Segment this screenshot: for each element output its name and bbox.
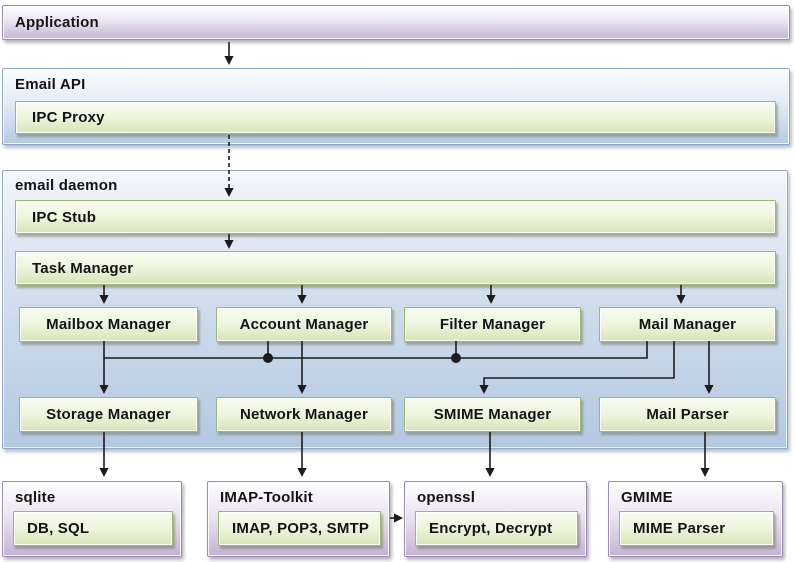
ipc-stub-bar: IPC Stub (15, 200, 776, 234)
sqlite-label: sqlite (15, 489, 56, 506)
task-manager-bar: Task Manager (15, 251, 776, 285)
ipc-proxy-bar: IPC Proxy (15, 101, 776, 134)
arrowhead-storage-manager-to-sqlite (99, 468, 109, 477)
task-manager-label: Task Manager (32, 259, 134, 277)
sqlite-box: sqlite DB, SQL (2, 481, 182, 557)
account-manager-box: Account Manager (216, 307, 392, 342)
gmime-box: GMIME MIME Parser (608, 481, 783, 557)
email-daemon-label: email daemon (15, 177, 118, 194)
mail-parser-box: Mail Parser (599, 397, 776, 432)
arrowhead-network-manager-to-imap-toolkit (297, 468, 307, 477)
gmime-component-label: MIME Parser (633, 520, 726, 537)
mailbox-manager-box: Mailbox Manager (19, 307, 198, 342)
filter-manager-box: Filter Manager (404, 307, 581, 342)
imap-toolkit-component-label: IMAP, POP3, SMTP (232, 520, 370, 537)
gmime-label: GMIME (621, 489, 673, 506)
arrowhead-application-to-email-api (224, 56, 234, 65)
imap-toolkit-component-bar: IMAP, POP3, SMTP (218, 511, 381, 546)
gmime-component-bar: MIME Parser (619, 511, 774, 546)
ipc-stub-label: IPC Stub (32, 208, 97, 226)
storage-manager-label: Storage Manager (46, 406, 171, 423)
application-label: Application (15, 14, 99, 31)
sqlite-component-label: DB, SQL (27, 520, 90, 537)
mailbox-manager-label: Mailbox Manager (46, 316, 171, 333)
network-manager-label: Network Manager (239, 406, 369, 423)
email-daemon-box: email daemon IPC Stub Task Manager Mailb… (2, 170, 788, 449)
account-manager-label: Account Manager (239, 316, 369, 333)
arrowhead-smime-manager-to-openssl (485, 468, 495, 477)
mail-manager-box: Mail Manager (599, 307, 776, 342)
arrowhead-imap-toolkit-to-openssl (394, 513, 403, 523)
email-api-box: Email API IPC Proxy (2, 68, 790, 145)
openssl-component-bar: Encrypt, Decrypt (415, 511, 578, 546)
smime-manager-box: SMIME Manager (404, 397, 581, 432)
sqlite-component-bar: DB, SQL (13, 511, 173, 546)
mail-parser-label: Mail Parser (646, 406, 729, 423)
openssl-box: openssl Encrypt, Decrypt (404, 481, 587, 557)
imap-toolkit-label: IMAP-Toolkit (220, 489, 313, 506)
mail-manager-label: Mail Manager (638, 316, 737, 333)
smime-manager-label: SMIME Manager (433, 406, 552, 423)
email-api-label: Email API (15, 76, 86, 93)
imap-toolkit-box: IMAP-Toolkit IMAP, POP3, SMTP (207, 481, 390, 557)
storage-manager-box: Storage Manager (19, 397, 198, 432)
ipc-proxy-label: IPC Proxy (32, 109, 105, 126)
arrowhead-mail-parser-to-gmime (700, 468, 710, 477)
openssl-label: openssl (417, 489, 476, 506)
application-box: Application (2, 5, 790, 40)
openssl-component-label: Encrypt, Decrypt (429, 520, 553, 537)
filter-manager-label: Filter Manager (439, 316, 546, 333)
network-manager-box: Network Manager (216, 397, 392, 432)
